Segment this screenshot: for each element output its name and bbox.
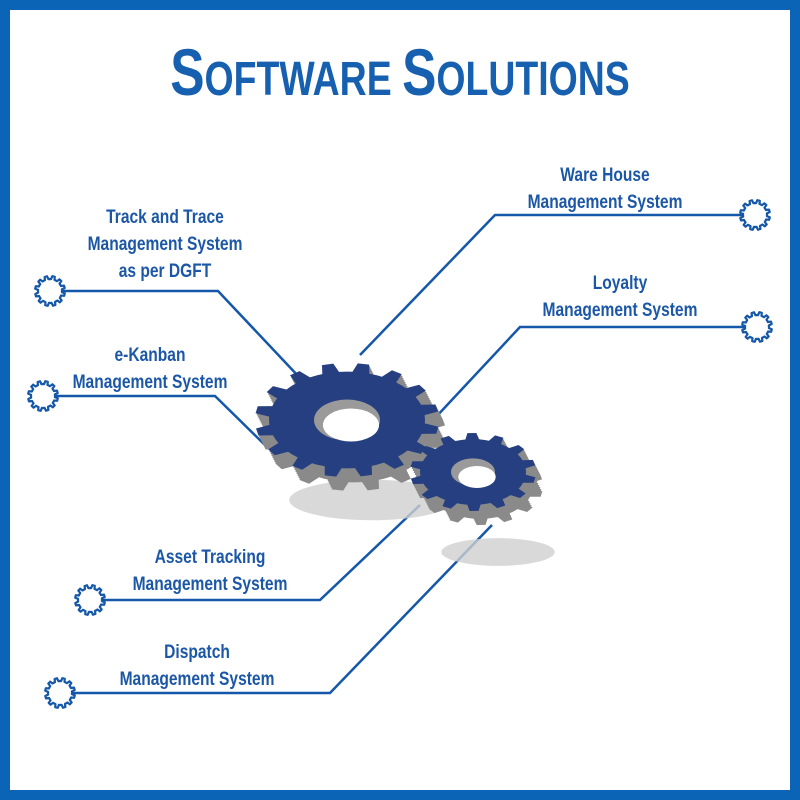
item-label-line: Management System (120, 668, 275, 690)
item-label-line: Loyalty (593, 272, 648, 294)
connector-line-ware-house (359, 213, 742, 356)
item-label-line: e-Kanban (115, 344, 186, 366)
item-label-line: Ware House (560, 164, 650, 186)
item-label-line: Track and Trace (106, 206, 224, 228)
connector-line-loyalty (434, 325, 744, 419)
connectors (27, 199, 773, 709)
gear-shadow (289, 479, 455, 521)
gear-icon (44, 677, 76, 709)
item-label-line: Management System (528, 191, 683, 213)
central-gears (255, 363, 555, 566)
gear-icon (27, 380, 59, 412)
gear-shadow (441, 538, 555, 566)
item-label-line: Management System (543, 299, 698, 321)
gear-icon (34, 275, 66, 307)
large-gear-icon (255, 363, 455, 521)
page-title: SOFTWARE SOLUTIONS (170, 35, 630, 110)
small-gear-icon (410, 433, 555, 566)
connector-line-track-and-trace (63, 289, 301, 379)
gear-icon (741, 311, 773, 343)
item-label-line: Management System (73, 371, 228, 393)
connector-line-dispatch (73, 524, 493, 695)
connector-line-asset-tracking (103, 504, 421, 602)
item-label-line: Asset Tracking (155, 546, 266, 568)
gear-icon (74, 584, 106, 616)
gear-icon (739, 199, 771, 231)
item-label-line: Management System (133, 573, 288, 595)
item-label-line: Management System (88, 233, 243, 255)
item-label-line: Dispatch (164, 641, 230, 663)
connector-line-e-kanban (56, 394, 269, 449)
item-label-line: as per DGFT (119, 260, 212, 282)
